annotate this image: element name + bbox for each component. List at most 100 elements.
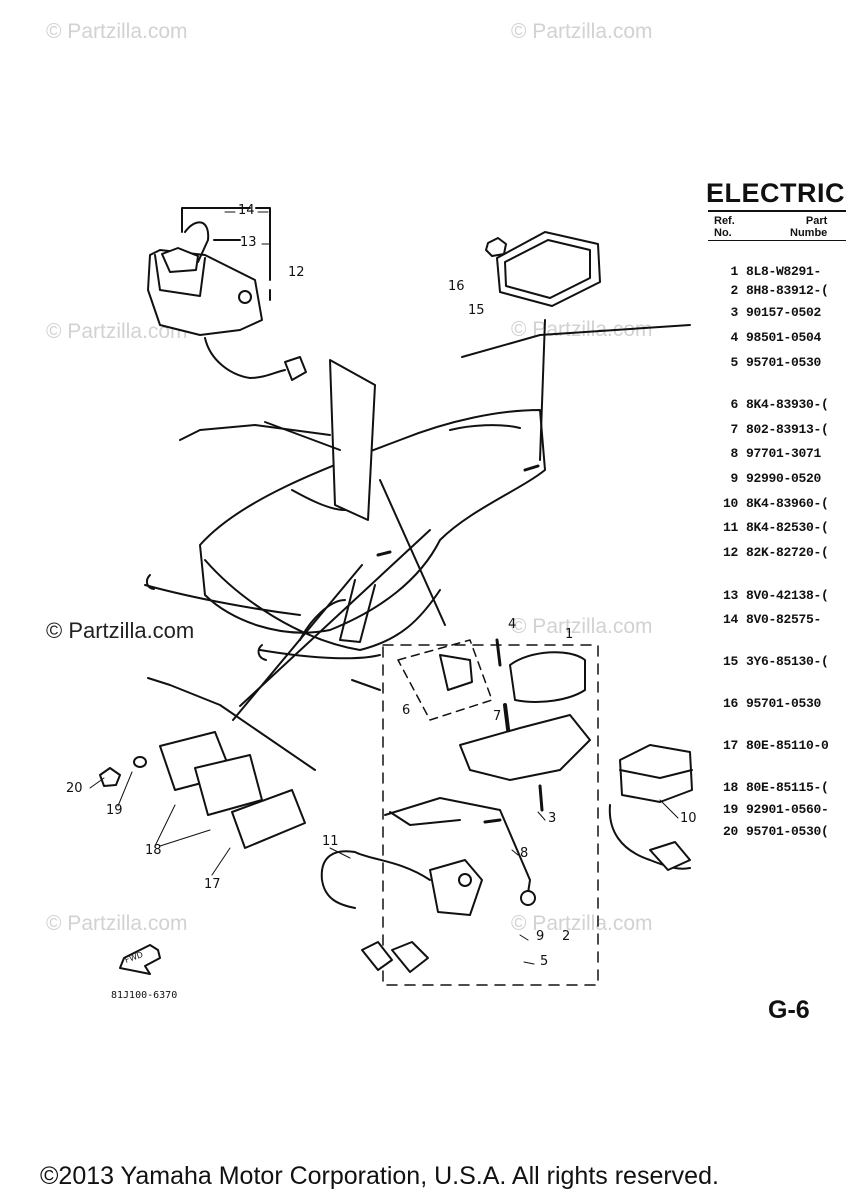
table-row[interactable]: 7 802-83913-( (700, 422, 829, 437)
column-header-ref: Ref. No. (714, 215, 735, 239)
ref-number: 7 (730, 422, 738, 437)
part-number: 3Y6-85130-( (746, 654, 829, 669)
callout-label: 18 (145, 843, 162, 858)
ref-number: 18 (722, 780, 738, 795)
handlebar-switch-illustration (384, 638, 591, 906)
part-number: 80E-85115-( (746, 780, 829, 795)
callout-label: 7 (493, 709, 501, 724)
callout-label: 2 (562, 929, 570, 944)
table-row[interactable]: 17 80E-85110-0 (700, 738, 829, 753)
table-row[interactable]: 19 92901-0560- (700, 802, 829, 817)
column-header-ref-line2: No. (714, 227, 732, 239)
part-number: 92901-0560- (746, 802, 829, 817)
part-number: 95701-0530 (746, 696, 822, 711)
section-title: ELECTRIC (706, 178, 845, 208)
table-row[interactable]: 20 95701-0530( (700, 824, 829, 839)
callout-label: 15 (468, 303, 485, 318)
callout-label: 3 (548, 811, 556, 826)
page-code: G-6 (768, 996, 810, 1024)
table-row[interactable]: 4 98501-0504 (700, 330, 821, 345)
callout-label: 9 (536, 929, 544, 944)
watermark: © Partzilla.com (46, 320, 188, 343)
callout-label: 16 (448, 279, 465, 294)
callout-label: 11 (322, 834, 339, 849)
table-row[interactable]: 16 95701-0530 (700, 696, 821, 711)
watermark: © Partzilla.com (46, 20, 188, 43)
license-light-illustration (99, 731, 306, 849)
ref-number: 14 (722, 612, 738, 627)
callout-label: 17 (204, 877, 221, 892)
ref-number: 4 (730, 330, 738, 345)
watermark: © Partzilla.com (511, 20, 653, 43)
part-number: 8V0-82575- (746, 612, 822, 627)
part-number: 92990-0520 (746, 471, 822, 486)
watermark: © Partzilla.com (46, 912, 188, 935)
callout-label: 5 (540, 954, 548, 969)
watermark: © Partzilla.com (511, 615, 653, 638)
callout-label: 14 (238, 203, 255, 218)
ref-number: 1 (730, 264, 738, 279)
part-number: 802-83913-( (746, 422, 829, 437)
ref-number: 15 (722, 654, 738, 669)
table-row[interactable]: 15 3Y6-85130-( (700, 654, 829, 669)
table-rule (708, 210, 846, 212)
table-row[interactable]: 12 82K-82720-( (700, 545, 829, 560)
table-row[interactable]: 2 8H8-83912-( (700, 283, 829, 298)
column-header-part: Part Numbe (790, 215, 827, 239)
part-number: 8H8-83912-( (746, 283, 829, 298)
watermark: © Partzilla.com (46, 618, 195, 643)
column-header-part-line1: Part (805, 215, 828, 227)
ref-number: 16 (722, 696, 738, 711)
forward-direction-icon (119, 944, 161, 975)
exploded-parts-diagram: 14 13 12 16 15 1 4 6 7 20 19 18 17 11 8 … (66, 203, 697, 986)
part-number: 98501-0504 (746, 330, 822, 345)
table-rule (708, 240, 846, 241)
ref-number: 2 (730, 283, 738, 298)
ref-number: 13 (722, 588, 738, 603)
hazard-switch-illustration (147, 207, 307, 381)
callout-label: 8 (520, 846, 528, 861)
callout-label: 6 (402, 703, 410, 718)
part-number: 80E-85110-0 (746, 738, 829, 753)
callout-label: 1 (565, 627, 573, 642)
part-number: 8K4-83960-( (746, 496, 829, 511)
ref-number: 5 (730, 355, 738, 370)
part-number: 8L8-W8291- (746, 264, 822, 279)
section-brackets (147, 324, 691, 771)
taillight-illustration (485, 231, 601, 307)
table-row[interactable]: 14 8V0-82575- (700, 612, 821, 627)
ref-number: 19 (722, 802, 738, 817)
table-row[interactable]: 11 8K4-82530-( (700, 520, 829, 535)
brake-switch-illustration (608, 744, 693, 871)
ref-number: 8 (730, 446, 738, 461)
ref-number: 12 (722, 545, 738, 560)
part-number: 8K4-82530-( (746, 520, 829, 535)
table-row[interactable]: 1 8L8-W8291- (700, 264, 821, 279)
part-number: 82K-82720-( (746, 545, 829, 560)
subassembly-dashed-box (397, 639, 493, 721)
callout-label: 12 (288, 265, 305, 280)
ref-number: 17 (722, 738, 738, 753)
part-number: 95701-0530( (746, 824, 829, 839)
watermark: © Partzilla.com (511, 912, 653, 935)
callout-label: 19 (106, 803, 123, 818)
diagram-code: 81J100-6370 (111, 990, 178, 1001)
assembly-dashed-box (382, 644, 599, 986)
table-row[interactable]: 13 8V0-42138-( (700, 588, 829, 603)
part-number: 8K4-83930-( (746, 397, 829, 412)
snowmobile-illustration (144, 359, 546, 661)
callout-label: 20 (66, 781, 83, 796)
table-row[interactable]: 18 80E-85115-( (700, 780, 829, 795)
part-number: 8V0-42138-( (746, 588, 829, 603)
ref-number: 3 (730, 305, 738, 320)
callout-label: 13 (240, 235, 257, 250)
ref-number: 11 (722, 520, 738, 535)
ref-number: 20 (722, 824, 738, 839)
callout-label: 4 (508, 617, 516, 632)
